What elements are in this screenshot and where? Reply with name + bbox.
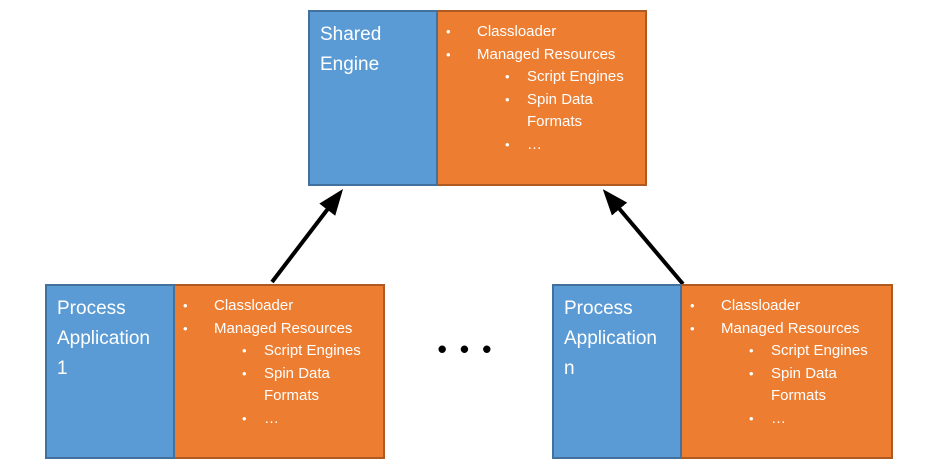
bullet-text: Managed Resources bbox=[214, 319, 353, 337]
bullet-text: Classloader bbox=[477, 23, 557, 40]
bullet-item: • Managed Resources bbox=[682, 318, 883, 341]
bullet-item: • Managed Resources bbox=[175, 318, 375, 341]
ellipsis-dots: • • • bbox=[437, 334, 495, 364]
process-application-n-title: Process Application n bbox=[552, 284, 682, 459]
bullet-item: •… bbox=[682, 408, 883, 431]
bullet-text: Spin Data Formats bbox=[264, 364, 330, 405]
bullet-item: • Classloader bbox=[438, 21, 637, 44]
bullet-text: Spin Data Formats bbox=[527, 90, 593, 131]
bullet-item: • Classloader bbox=[682, 295, 883, 318]
bullet-item: • Script Engines bbox=[175, 340, 375, 363]
bullet-text: Spin Data Formats bbox=[771, 364, 837, 405]
process-application-n-box: Process Application n • Classloader • Manag… bbox=[552, 284, 893, 459]
bullet-item: • Script Engines bbox=[682, 340, 883, 363]
bullet-item: • Managed Resources bbox=[438, 44, 637, 67]
arrow-process-app-1-to-shared-engine-icon bbox=[270, 189, 344, 284]
bullet-icon: • bbox=[242, 365, 247, 381]
bullet-icon: • bbox=[505, 69, 510, 84]
bullet-text: Managed Resources bbox=[477, 45, 616, 63]
bullet-icon: • bbox=[749, 365, 754, 381]
shared-engine-bullet-list: • Classloader • Managed Resources • Script En… bbox=[438, 10, 647, 186]
bullet-text: … bbox=[264, 409, 279, 427]
arrow-process-app-n-to-shared-engine-icon bbox=[602, 189, 685, 286]
bullet-text: Script Engines bbox=[771, 342, 868, 359]
bullet-text: Classloader bbox=[214, 297, 294, 314]
bullet-item: • Spin Data Formats bbox=[175, 363, 375, 408]
bullet-icon: • bbox=[446, 24, 451, 39]
bullet-icon: • bbox=[505, 136, 510, 152]
bullet-item: • Spin Data Formats bbox=[438, 89, 637, 134]
bullet-icon: • bbox=[183, 298, 188, 313]
shared-engine-title: Shared Engine bbox=[308, 10, 438, 186]
process-application-1-title: Process Application 1 bbox=[45, 284, 175, 459]
bullet-item: • Script Engines bbox=[438, 66, 637, 89]
bullet-icon: • bbox=[446, 46, 451, 62]
bullet-icon: • bbox=[690, 298, 695, 313]
bullet-icon: • bbox=[242, 410, 247, 426]
bullet-icon: • bbox=[242, 343, 247, 358]
bullet-text: Classloader bbox=[721, 297, 801, 314]
process-application-1-box: Process Application 1 • Classloader • Manag… bbox=[45, 284, 385, 459]
bullet-icon: • bbox=[690, 320, 695, 336]
bullet-text: … bbox=[527, 135, 542, 153]
bullet-text: … bbox=[771, 409, 786, 427]
bullet-icon: • bbox=[183, 320, 188, 336]
bullet-text: Script Engines bbox=[527, 68, 624, 85]
bullet-icon: • bbox=[749, 343, 754, 358]
bullet-item: • Classloader bbox=[175, 295, 375, 318]
bullet-icon: • bbox=[505, 91, 510, 107]
bullet-item: • Spin Data Formats bbox=[682, 363, 883, 408]
process-application-1-bullet-list: • Classloader • Managed Resources • Script En… bbox=[175, 284, 385, 459]
bullet-icon: • bbox=[749, 410, 754, 426]
process-application-n-bullet-list: • Classloader • Managed Resources • Script En… bbox=[682, 284, 893, 459]
bullet-text: Script Engines bbox=[264, 342, 361, 359]
shared-engine-box: Shared Engine • Classloader • Managed Resou… bbox=[308, 10, 647, 186]
bullet-item: •… bbox=[175, 408, 375, 431]
bullet-item: •… bbox=[438, 134, 637, 157]
bullet-text: Managed Resources bbox=[721, 319, 860, 337]
